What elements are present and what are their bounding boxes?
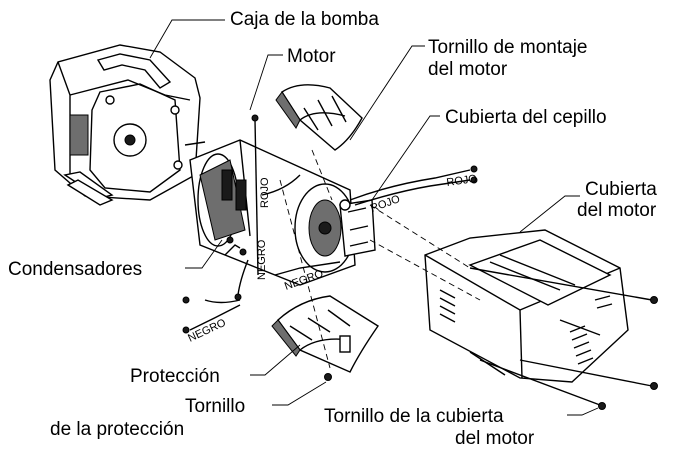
label-guard-screw-line2: de la protección xyxy=(50,419,184,440)
label-motor-cover-screw-line2: del motor xyxy=(455,428,535,449)
label-motor-cover-line2: del motor xyxy=(577,200,657,221)
pump-housing xyxy=(49,44,206,206)
label-motor-cover-line1: Cubierta xyxy=(585,179,657,200)
label-capacitors: Condensadores xyxy=(8,259,142,280)
motor-cover xyxy=(424,229,629,383)
label-pump-housing: Caja de la bomba xyxy=(230,9,379,30)
wire-label-black-vertical: NEGRO xyxy=(256,239,268,280)
wire-label-black-left: NEGRO xyxy=(186,317,228,345)
label-motor: Motor xyxy=(287,46,336,67)
label-brush-cover: Cubierta del cepillo xyxy=(445,107,607,128)
label-motor-cover-screw-line1: Tornillo de la cubierta xyxy=(324,406,504,427)
label-guard-screw-line1: Tornillo xyxy=(185,396,245,417)
leader-lines xyxy=(149,19,599,416)
motor-assembly xyxy=(189,139,376,286)
label-guard: Protección xyxy=(130,366,220,387)
wire-harness xyxy=(182,114,478,334)
brush-cover xyxy=(275,84,363,201)
motor-cover-screws xyxy=(369,204,658,410)
guard xyxy=(271,179,379,381)
wire-label-red-right: ROJO xyxy=(446,173,478,189)
wire-label-red-top: ROJO xyxy=(259,177,271,208)
label-motor-mount-screw-line1: Tornillo de montaje xyxy=(428,37,587,58)
label-motor-mount-screw-line2: del motor xyxy=(428,59,508,80)
